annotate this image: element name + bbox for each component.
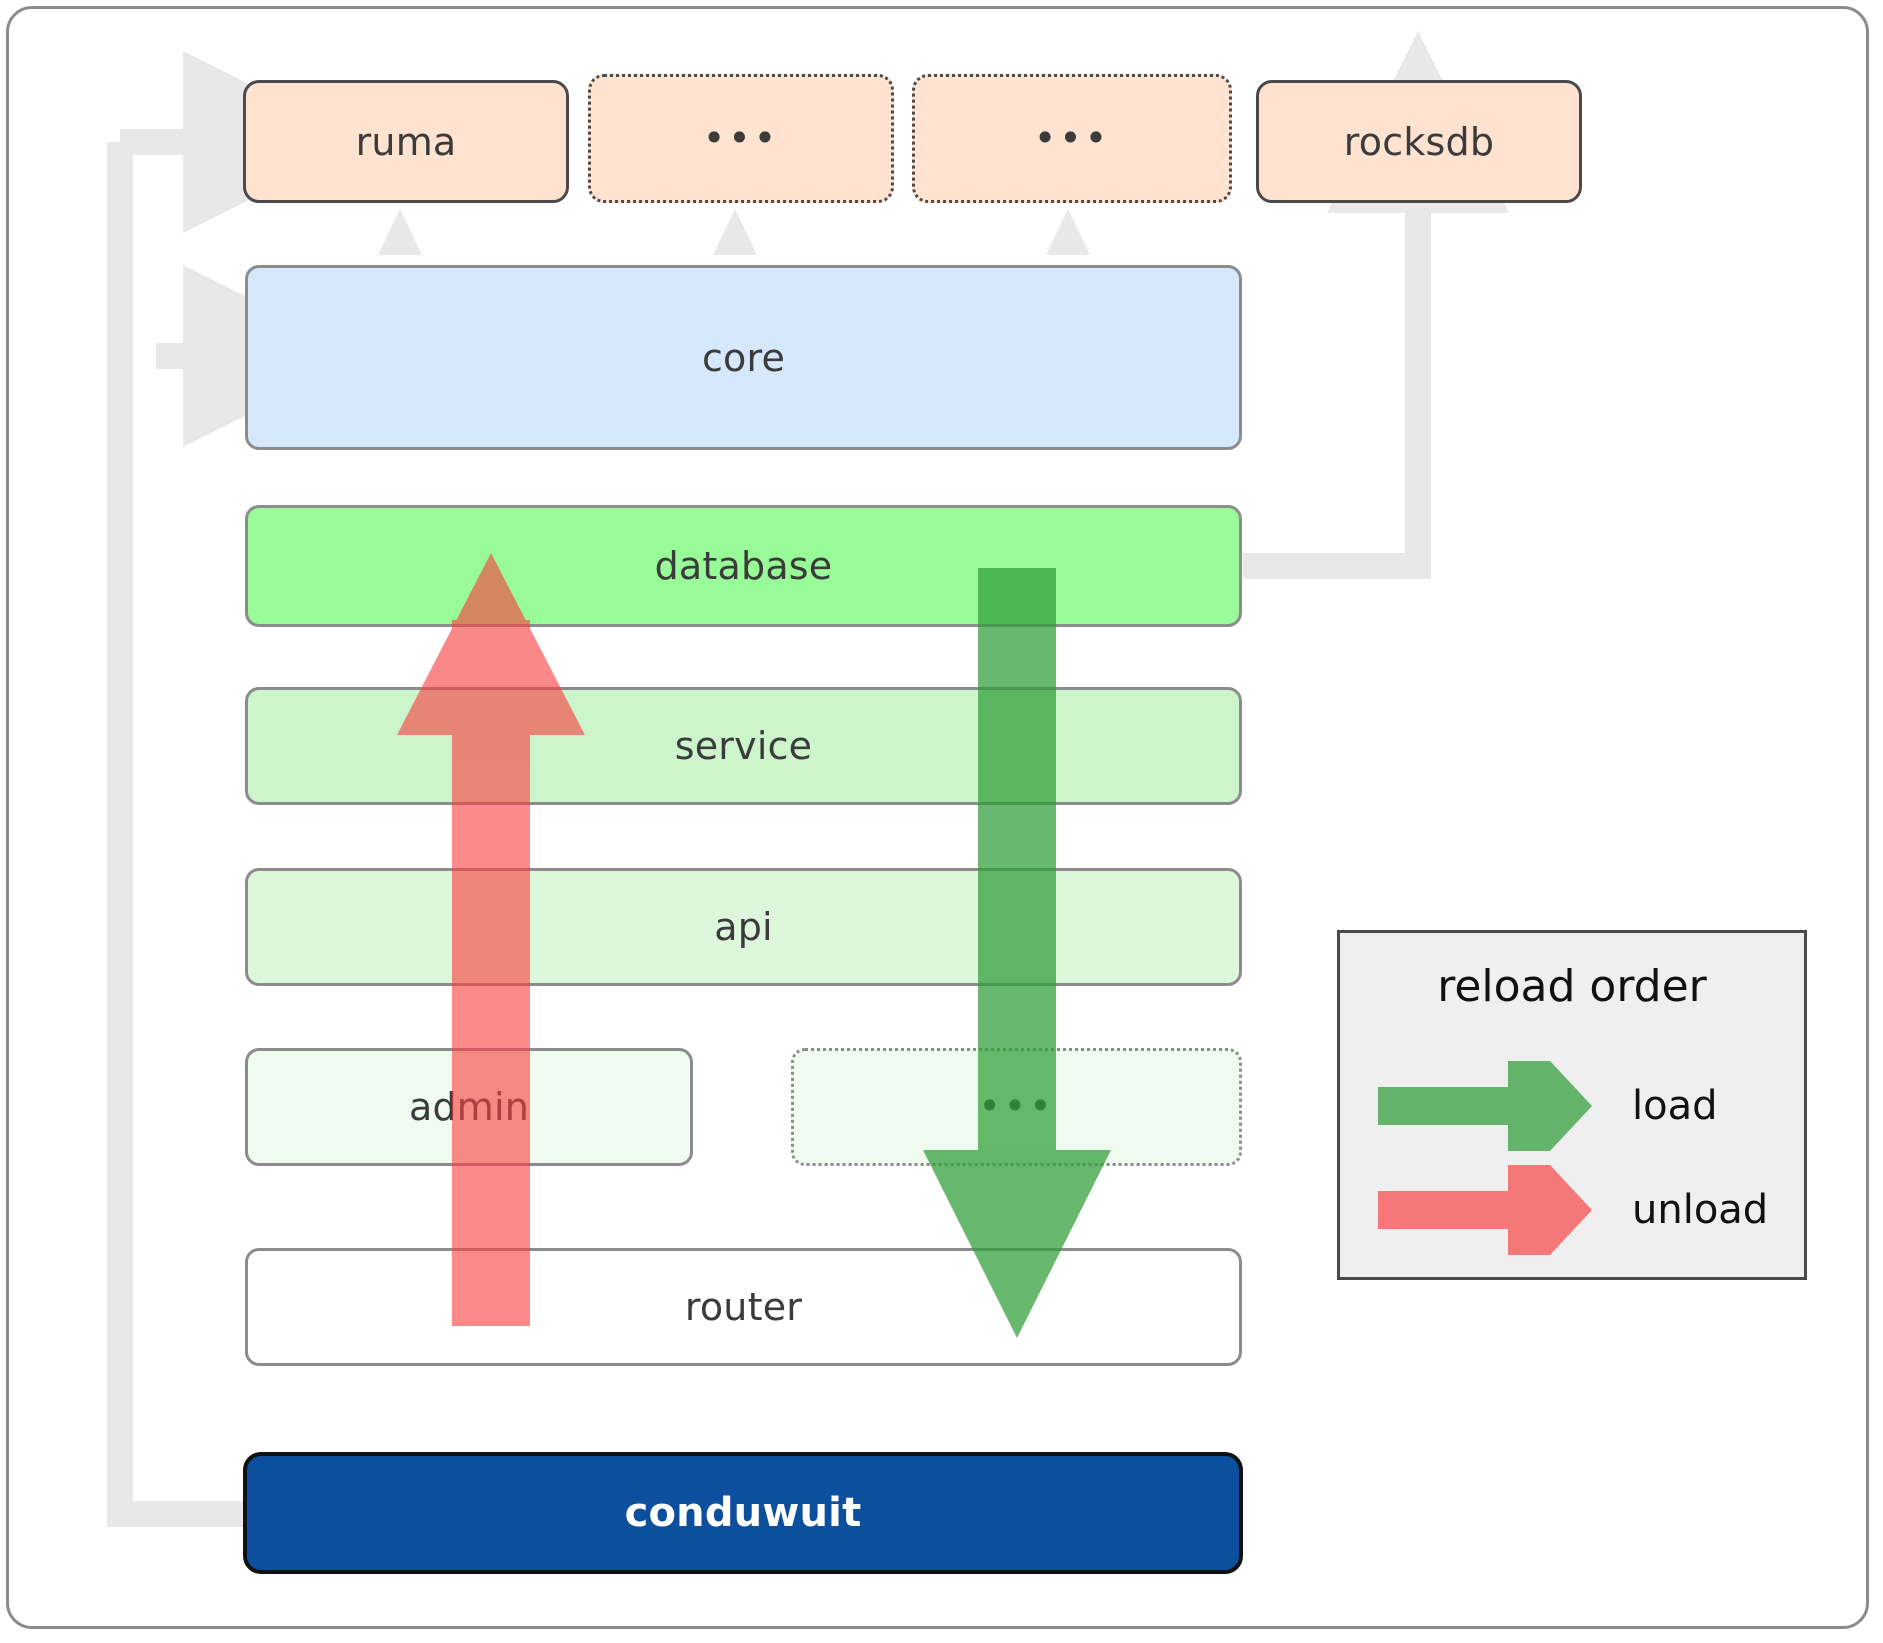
diagram-outer-frame — [6, 6, 1869, 1629]
dependency-label-dots-1: ••• — [702, 115, 780, 160]
layer-box-database[interactable]: database — [245, 505, 1242, 627]
layer-box-dots[interactable]: ••• — [791, 1048, 1242, 1166]
dependency-label-rocksdb: rocksdb — [1343, 119, 1495, 164]
legend-row-load: load — [1340, 1061, 1804, 1151]
unload-arrow-icon — [1378, 1165, 1592, 1255]
load-arrow-icon — [1378, 1061, 1592, 1151]
layer-label-dots: ••• — [978, 1084, 1055, 1129]
legend-label-load: load — [1632, 1083, 1718, 1129]
layer-label-admin: admin — [408, 1085, 530, 1129]
core-box[interactable]: core — [245, 265, 1242, 450]
core-label: core — [701, 335, 786, 380]
layer-box-service[interactable]: service — [245, 687, 1242, 805]
legend-title: reload order — [1437, 961, 1707, 1012]
layer-box-admin[interactable]: admin — [245, 1048, 693, 1166]
dependency-box-rocksdb[interactable]: rocksdb — [1256, 80, 1582, 203]
layer-label-service: service — [674, 724, 813, 768]
legend-row-unload: unload — [1340, 1165, 1804, 1255]
dependency-box-dots-1[interactable]: ••• — [588, 74, 894, 203]
layer-box-router[interactable]: router — [245, 1248, 1242, 1366]
layer-label-database: database — [654, 544, 833, 588]
legend-panel: reload order load unload — [1337, 930, 1807, 1280]
legend-label-unload: unload — [1632, 1187, 1769, 1233]
root-label-conduwuit: conduwuit — [624, 1490, 862, 1536]
layer-box-api[interactable]: api — [245, 868, 1242, 986]
layer-label-api: api — [714, 905, 773, 949]
core-to-dots1-tick-icon — [713, 209, 757, 255]
root-box-conduwuit[interactable]: conduwuit — [243, 1452, 1243, 1574]
dependency-box-dots-2[interactable]: ••• — [912, 74, 1232, 203]
core-to-ruma-tick-icon — [378, 209, 422, 255]
core-to-dots2-tick-icon — [1046, 209, 1090, 255]
layer-label-router: router — [684, 1285, 803, 1329]
dependency-label-dots-2: ••• — [1033, 115, 1111, 160]
dependency-box-ruma[interactable]: ruma — [243, 80, 569, 203]
dependency-label-ruma: ruma — [355, 119, 457, 164]
